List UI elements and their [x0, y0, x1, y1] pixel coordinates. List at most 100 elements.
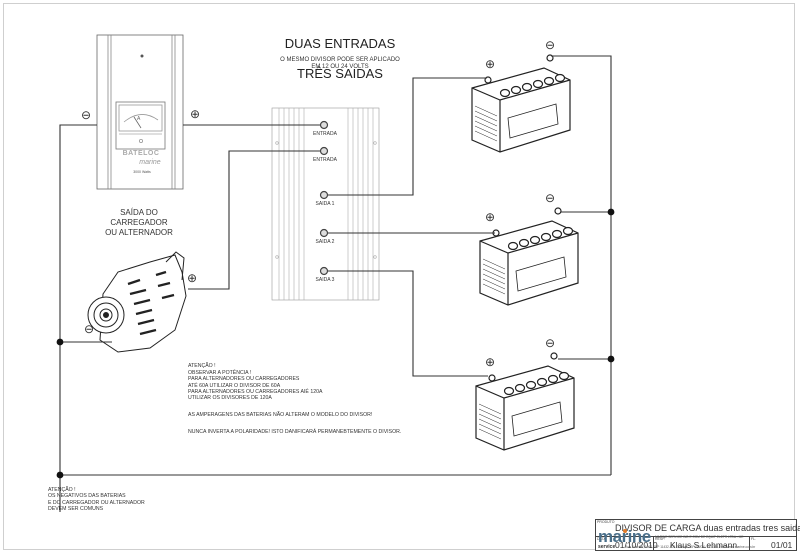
battery-rib [482, 268, 506, 280]
saida-2-label: SAIDA 2 [315, 239, 335, 245]
entrada-2-terminal[interactable] [319, 146, 329, 156]
battery-cell-cap [529, 235, 541, 245]
produto-label: PRODUTO [597, 520, 615, 524]
saida-1-terminal[interactable] [319, 190, 329, 200]
resp-cell: RESP. Klaus S Lehmann [654, 537, 750, 550]
battery-negative-terminal[interactable] [554, 207, 562, 215]
drawing-frame [3, 3, 795, 550]
produto-value: DIVISOR DE CARGA duas entradas tres said… [615, 523, 800, 533]
title-block: PRODUTO DIVISOR DE CARGA duas entradas t… [595, 519, 800, 553]
battery-cell-cap [518, 238, 530, 248]
wire-negative-charger [59, 124, 97, 512]
saida-3-terminal[interactable] [319, 266, 329, 276]
entrada-2-label: ENTRADA [313, 157, 337, 163]
data-cell: DATA 01/10/2010 [596, 537, 658, 550]
battery-cell-cap [558, 371, 570, 381]
junction-dot [56, 338, 64, 346]
battery-cell-cap [543, 76, 555, 86]
battery-2 [479, 207, 579, 306]
warning-notes: ATENÇÃO ! OBSERVAR A POTÊNCIA ! PARA ALT… [188, 357, 401, 446]
marine-service-label: service [598, 544, 616, 550]
battery-cell-cap [551, 229, 563, 239]
battery-rib [474, 120, 498, 132]
battery-3-negative-icon: ⊖ [545, 336, 556, 350]
company-address: Rua Funchal, 1064 CEP 11432-000 Guarujá … [625, 545, 756, 549]
battery-rib [474, 110, 498, 122]
battery-rib [478, 413, 502, 425]
battery-2-negative-icon: ⊖ [545, 191, 556, 205]
battery-outline [507, 103, 559, 139]
fl-value: 01/01 [771, 540, 793, 550]
battery-2-positive-icon: ⊕ [485, 210, 496, 224]
junction-dots [56, 208, 615, 479]
entrada-1-label: ENTRADA [313, 131, 337, 137]
saida-3-label: SAIDA 3 [315, 277, 335, 283]
battery-rib [478, 403, 502, 415]
battery-cell-cap [540, 232, 552, 242]
battery-cell-cap [554, 73, 566, 83]
resp-value: Klaus S Lehmann [670, 540, 738, 550]
entrada-1-terminal[interactable] [319, 120, 329, 130]
wire-saida-1 [328, 77, 487, 196]
marine-logo: marine [598, 527, 651, 546]
battery-1-negative-icon: ⊖ [545, 38, 556, 52]
meter-unit: A [137, 116, 141, 122]
battery-rib [482, 283, 506, 295]
alternator-positive-icon: ⊕ [187, 271, 198, 285]
battery-outline [511, 401, 563, 437]
title-line-1: DUAS ENTRADAS [284, 36, 396, 51]
diagram-title: DUAS ENTRADAS TRÊS SAIDAS [240, 21, 440, 96]
wires [59, 55, 612, 512]
battery-cell-cap [507, 241, 519, 251]
battery-rib [478, 418, 502, 430]
wire-saida-3 [328, 270, 488, 377]
charger-brand: BATELOC [122, 150, 160, 157]
diagram-subtitle: O MESMO DIVISOR PODE SER APLICADO EM 12 … [280, 57, 400, 70]
battery-3 [475, 352, 575, 451]
battery-cell-cap [532, 79, 544, 89]
battery-rib [482, 263, 506, 275]
battery-cell-cap [562, 226, 574, 236]
battery-outline [515, 256, 567, 292]
battery-negative-terminal[interactable] [550, 352, 558, 360]
note-amperage: AS AMPERAGENS DAS BATERIAS NÃO ALTERAM O… [188, 412, 373, 419]
charger-negative-icon: ⊖ [81, 108, 92, 122]
battery-rib [474, 130, 498, 142]
battery-cell-cap [514, 383, 526, 393]
charger-positive-icon: ⊕ [190, 107, 201, 121]
title-block-product-row: PRODUTO DIVISOR DE CARGA duas entradas t… [595, 519, 800, 536]
fl-label: FL. [751, 537, 757, 541]
logo-dot [623, 529, 627, 533]
battery-positive-terminal[interactable] [488, 374, 496, 382]
battery-3-positive-icon: ⊕ [485, 355, 496, 369]
fl-cell: FL. 01/01 [750, 537, 798, 550]
battery-rib [478, 408, 502, 420]
title-line-2: TRÊS SAIDAS [297, 66, 383, 81]
battery-rib [482, 273, 506, 285]
battery-rib [474, 115, 498, 127]
battery-cell-cap [521, 82, 533, 92]
charger-model: 3000 Watts [133, 170, 151, 174]
title-block-info-row: DATA 01/10/2010 RESP. Klaus S Lehmann FL… [595, 536, 797, 551]
wire-alternator-positive [188, 150, 320, 290]
divider-terminals [319, 120, 329, 276]
junction-dot [607, 208, 615, 216]
battery-1-positive-icon: ⊕ [485, 57, 496, 71]
batteries [471, 54, 579, 451]
battery-cell-cap [499, 88, 511, 98]
saida-1-label: SAIDA 1 [315, 201, 335, 207]
wire-negative-battery-1 [551, 55, 612, 475]
note-polarity: NUNCA INVERTA A POLARIDADE! ISTO DANIFIC… [188, 429, 402, 436]
battery-cell-cap [536, 377, 548, 387]
battery-rib [478, 423, 502, 435]
data-label: DATA [597, 537, 606, 541]
resp-label: RESP. [655, 537, 666, 541]
alternator-negative-icon: ⊖ [84, 322, 95, 336]
saida-2-terminal[interactable] [319, 228, 329, 238]
charger-output-label: SAÍDA DO CARREGADOR OU ALTERNADOR [105, 208, 173, 237]
battery-cell-cap [525, 380, 537, 390]
battery-rib [482, 258, 506, 270]
battery-1 [471, 54, 571, 153]
junction-dot [607, 355, 615, 363]
